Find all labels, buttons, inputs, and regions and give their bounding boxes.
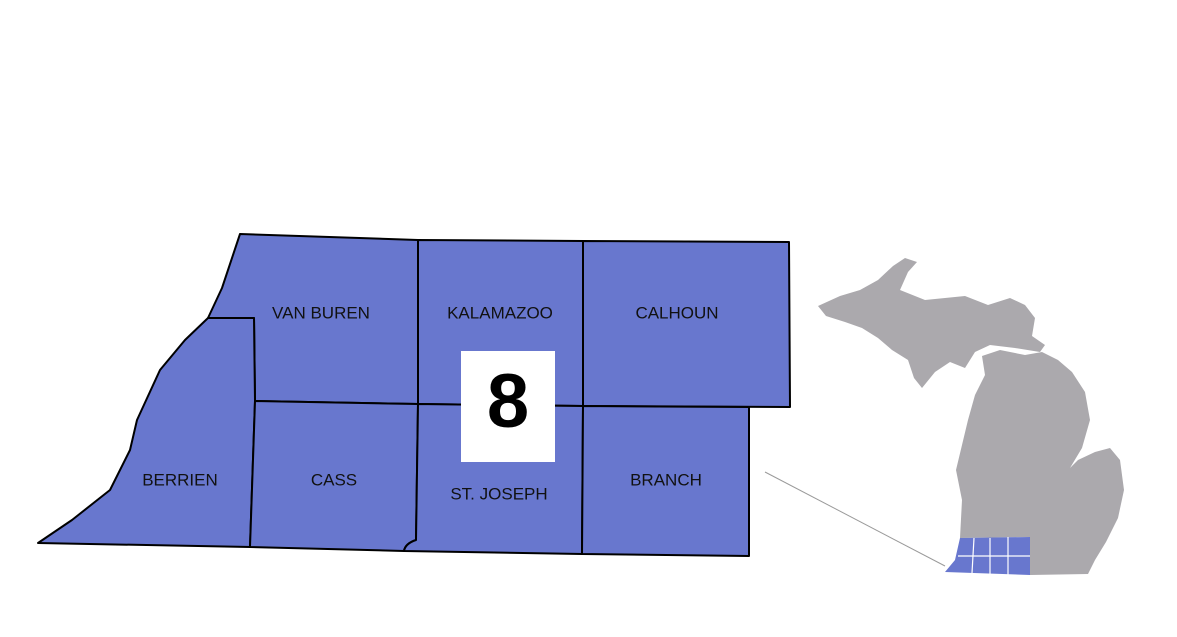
region-number-badge: 8: [461, 351, 555, 462]
county-labels: VAN BUREN KALAMAZOO CALHOUN BERRIEN CASS…: [142, 303, 718, 503]
michigan-inset: [818, 258, 1124, 575]
county-label-cass: CASS: [311, 470, 357, 489]
lower-peninsula: [956, 350, 1124, 575]
county-label-berrien: BERRIEN: [142, 470, 218, 489]
region-number: 8: [487, 359, 529, 444]
inset-county-lines: [958, 537, 1030, 575]
county-label-st-joseph: ST. JOSEPH: [450, 484, 547, 503]
inset-leader-line: [764, 471, 946, 567]
county-label-calhoun: CALHOUN: [635, 303, 718, 322]
county-label-van-buren: VAN BUREN: [272, 303, 370, 322]
county-label-branch: BRANCH: [630, 470, 702, 489]
county-layer: [37, 233, 791, 557]
county-berrien[interactable]: [37, 317, 256, 548]
region-number-box: [461, 351, 555, 462]
county-branch[interactable]: [581, 405, 750, 557]
upper-peninsula: [818, 258, 1045, 388]
county-calhoun[interactable]: [582, 240, 791, 408]
county-label-kalamazoo: KALAMAZOO: [447, 303, 553, 322]
